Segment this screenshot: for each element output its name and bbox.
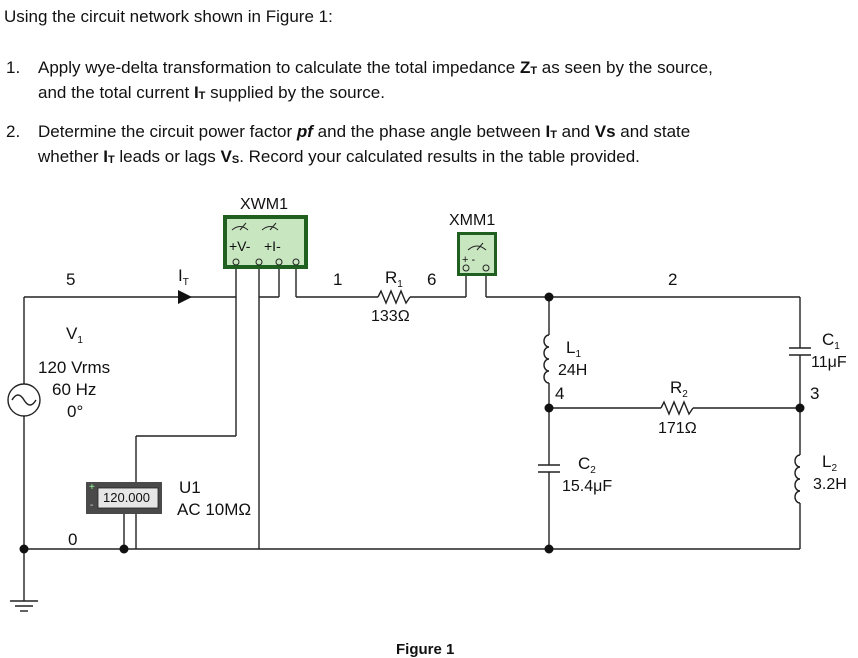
c1-value: 11μF (811, 354, 847, 371)
question-1-number: 1. (6, 58, 21, 77)
sine-wave-icon (11, 394, 37, 406)
wattmeter-v-terminal-label: +V- (229, 238, 251, 254)
resistor-r1 (377, 289, 411, 305)
junction-dot (19, 544, 29, 554)
r1-value: 133Ω (371, 308, 410, 325)
wattmeter-gauge-icon (231, 226, 249, 231)
node-6-label: 6 (427, 270, 437, 289)
question-1-line-1: Apply wye-delta transformation to calcul… (38, 58, 713, 77)
l1-name: L1 (566, 338, 582, 360)
voltmeter-reading: 120.000 (103, 490, 150, 505)
c2-value: 15.4μF (562, 478, 613, 495)
multimeter-gauge-icon (467, 245, 487, 251)
wattmeter-i-terminal-label: +I- (264, 238, 281, 254)
junction-dot (544, 292, 554, 302)
node-4-label: 4 (555, 384, 565, 403)
r2-name: R2 (670, 378, 688, 400)
voltmeter-name: U1 (179, 478, 201, 497)
node-3-label: 3 (810, 384, 820, 403)
question-2-line-1: Determine the circuit power factor pf an… (38, 122, 691, 141)
resistor-r2 (660, 400, 694, 416)
inductor-l1 (543, 334, 550, 384)
terminal-icon (482, 264, 490, 272)
current-label: IT (178, 266, 189, 288)
node-1-label: 1 (333, 270, 343, 289)
terminal-icon (255, 258, 263, 266)
multimeter-terminal-label: + - (462, 254, 476, 266)
voltmeter-spec: AC 10MΩ (177, 500, 252, 519)
r2-value: 171Ω (658, 420, 697, 437)
junction-dot (795, 403, 805, 413)
source-name: V1 (66, 324, 83, 346)
terminal-icon (462, 264, 470, 272)
node-2-label: 2 (668, 270, 678, 289)
junction-dot (544, 544, 554, 554)
intro-text: Using the circuit network shown in Figur… (4, 7, 333, 26)
source-frequency: 60 Hz (52, 380, 97, 399)
inductor-l2 (794, 454, 801, 504)
wattmeter-label: XWM1 (240, 196, 288, 213)
terminal-icon (232, 258, 240, 266)
question-2-line-2: whether IT leads or lags VS. Record your… (38, 147, 640, 166)
node-0-label: 0 (68, 530, 78, 549)
voltmeter-plus-label: + (89, 482, 95, 493)
l2-name: L2 (822, 452, 838, 474)
terminal-icon (275, 258, 283, 266)
question-1-line-2: and the total current IT supplied by the… (38, 83, 385, 102)
question-2-number: 2. (6, 122, 21, 141)
junction-dot (544, 403, 554, 413)
source-vrms: 120 Vrms (38, 358, 111, 377)
terminal-icon (292, 258, 300, 266)
l1-value: 24H (558, 362, 588, 379)
node-5-label: 5 (66, 270, 76, 289)
figure-caption: Figure 1 (396, 641, 455, 658)
c1-name: C1 (822, 330, 840, 352)
source-phase: 0° (67, 402, 84, 421)
wattmeter-gauge-icon (261, 226, 279, 231)
r1-name: R1 (385, 268, 403, 290)
voltmeter-display (97, 487, 159, 509)
junction-dot (119, 544, 129, 554)
current-arrow-icon (178, 290, 192, 304)
voltmeter-minus-label: - (90, 500, 94, 511)
l2-value: 3.2H (813, 476, 847, 493)
multimeter-label: XMM1 (449, 212, 496, 229)
c2-name: C2 (578, 454, 596, 476)
